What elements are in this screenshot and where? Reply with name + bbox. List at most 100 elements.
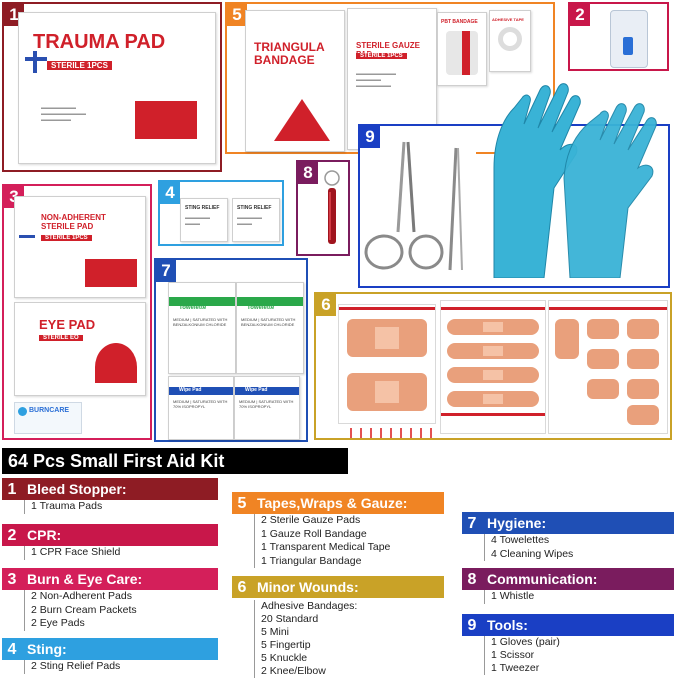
category-tapes-wraps-gauze: 5 Tapes,Wraps & Gauze: 2 Sterile Gauze P… <box>232 492 444 570</box>
non-adherent-pad-strip: STERILE 1PCS <box>41 235 92 241</box>
category-title: Burn & Eye Care: <box>27 571 143 587</box>
photo-number-4: 4 <box>160 182 180 204</box>
photo-cpr-shield: 2 <box>568 2 669 71</box>
list-item: 1 Tweezer <box>491 662 540 674</box>
category-tools: 9 Tools: 1 Gloves (pair) 1 Scissor 1 Twe… <box>462 614 674 678</box>
photo-tools: 9 <box>358 124 476 288</box>
category-number: 9 <box>467 617 477 634</box>
photo-hygiene: 7 Towelette MEDIUM | SATURATED WITH BENZ… <box>154 258 308 442</box>
photo-number-2: 2 <box>570 4 590 26</box>
category-number: 6 <box>237 579 247 596</box>
list-item: 1 Gauze Roll Bandage <box>261 527 367 540</box>
list-item: 1 Transparent Medical Tape <box>261 541 391 553</box>
sting-relief-pad-2: STING RELIEF ▬▬▬▬▬▬▬▬ <box>232 198 280 242</box>
category-sting: 4 Sting: 2 Sting Relief Pads <box>2 638 218 678</box>
list-item: 2 Eye Pads <box>31 617 85 629</box>
sting-relief-pad-1: STING RELIEF ▬▬▬▬▬▬▬▬ <box>180 198 228 242</box>
list-item: 5 Knuckle <box>261 652 308 664</box>
list-item: 1 Trauma Pads <box>31 500 103 512</box>
category-items: 1 CPR Face Shield <box>24 546 120 560</box>
whistle-icon <box>324 170 340 244</box>
gauze-pad-strip: STERILE 1PCS <box>356 53 407 59</box>
category-items: 2 Sting Relief Pads <box>24 660 120 674</box>
bandage-pack-fingertip <box>548 300 668 434</box>
non-adherent-pad-pack: NON-ADHERENT STERILE PAD STERILE 1PCS <box>14 196 146 298</box>
kit-title-bar: 64 Pcs Small First Aid Kit <box>2 448 348 474</box>
category-number: 1 <box>7 481 17 498</box>
category-items: 1 Gloves (pair) 1 Scissor 1 Tweezer <box>484 636 560 675</box>
category-title: Tools: <box>487 617 528 633</box>
category-number: 7 <box>467 515 477 532</box>
category-title: CPR: <box>27 527 62 543</box>
photo-number-8: 8 <box>298 162 318 184</box>
wipe-pad-packet-1: Wipe Pad MEDIUM | SATURATED WITH 70% ISO… <box>168 376 234 440</box>
bandage-pack-mini <box>342 428 438 438</box>
bandage-pack-standard <box>440 300 546 434</box>
category-items: Adhesive Bandages: 20 Standard 5 Mini 5 … <box>254 600 357 678</box>
towelette-packet-2: Towelette MEDIUM | SATURATED WITH BENZAL… <box>236 282 304 374</box>
eye-pad-pack: EYE PAD STERILE EO <box>14 302 146 396</box>
category-number: 3 <box>7 571 17 588</box>
photo-number-7: 7 <box>156 260 176 282</box>
bandage-pack-large <box>338 304 436 424</box>
category-items: 4 Towelettes 4 Cleaning Wipes <box>484 534 573 561</box>
category-hygiene: 7 Hygiene: 4 Towelettes 4 Cleaning Wipes <box>462 512 674 564</box>
list-item: 20 Standard <box>261 613 319 625</box>
photo-number-9: 9 <box>360 126 380 148</box>
triangula-bandage-pack: TRIANGULA BANDAGE <box>245 10 345 152</box>
photo-number-5: 5 <box>227 4 247 26</box>
trauma-pad-title: TRAUMA PAD <box>33 31 166 53</box>
burn-care-packet: BURNCARE <box>14 402 82 434</box>
list-item: 2 Sting Relief Pads <box>31 660 121 672</box>
category-title: Sting: <box>27 641 67 657</box>
list-item: 1 Gloves (pair) <box>491 636 560 648</box>
eye-pad-title: EYE PAD <box>39 317 96 332</box>
pbt-bandage-pack: PBT BANDAGE <box>437 12 487 86</box>
category-number: 4 <box>7 641 17 658</box>
category-bleed-stopper: 1 Bleed Stopper: 1 Trauma Pads <box>2 478 218 520</box>
list-item: 5 Fingertip <box>261 639 311 651</box>
photo-number-6: 6 <box>316 294 336 316</box>
list-item: 1 Scissor <box>491 649 535 661</box>
list-item: 2 Knee/Elbow <box>261 665 326 677</box>
category-number: 5 <box>237 495 247 512</box>
triangula-bandage-title: TRIANGULA BANDAGE <box>254 40 325 67</box>
list-item: 2 Sterile Gauze Pads <box>261 514 361 526</box>
non-adherent-pad-title: NON-ADHERENT STERILE PAD <box>41 213 106 231</box>
photo-minor-wounds: 6 <box>314 292 672 440</box>
category-minor-wounds: 6 Minor Wounds: Adhesive Bandages: 20 St… <box>232 576 444 680</box>
list-item: 4 Cleaning Wipes <box>491 547 574 560</box>
category-burn-eye-care: 3 Burn & Eye Care: 2 Non-Adherent Pads 2… <box>2 568 218 634</box>
photo-sting-relief: 4 STING RELIEF ▬▬▬▬▬▬▬▬ STING RELIEF ▬▬▬… <box>158 180 284 246</box>
photo-whistle: 8 <box>296 160 350 256</box>
list-item: Adhesive Bandages: <box>261 600 358 612</box>
towelette-packet-1: Towelette MEDIUM | SATURATED WITH BENZAL… <box>168 282 236 374</box>
trauma-pad-strip: STERILE 1PCS <box>47 61 112 70</box>
category-title: Hygiene: <box>487 515 547 531</box>
burn-care-title: BURNCARE <box>29 407 70 414</box>
list-item: 5 Mini <box>261 626 290 638</box>
gloves-icon <box>493 83 657 278</box>
list-item: 1 CPR Face Shield <box>31 546 121 558</box>
adhesive-tape-pack: ADHESIVE TAPE <box>489 10 531 72</box>
category-items: 1 Trauma Pads <box>24 500 102 514</box>
trauma-pad-pack: TRAUMA PAD STERILE 1PCS ▬▬▬▬▬▬▬▬▬▬▬▬▬▬▬▬… <box>18 12 216 164</box>
category-items: 2 Non-Adherent Pads 2 Burn Cream Packets… <box>24 590 137 631</box>
category-title: Bleed Stopper: <box>27 481 127 497</box>
list-item: 1 Triangular Bandage <box>261 554 362 567</box>
adhesive-tape-title: ADHESIVE TAPE <box>492 17 524 22</box>
list-item: 2 Non-Adherent Pads <box>31 590 132 602</box>
eye-pad-strip: STERILE EO <box>39 335 83 341</box>
category-number: 2 <box>7 527 17 544</box>
category-title: Communication: <box>487 571 598 587</box>
face-shield-icon <box>610 10 648 68</box>
scissors-icon <box>364 141 444 270</box>
photo-burn-eye-care: 3 NON-ADHERENT STERILE PAD STERILE 1PCS … <box>2 184 152 440</box>
tweezer-icon <box>448 147 463 271</box>
category-communication: 8 Communication: 1 Whistle <box>462 568 674 608</box>
category-title: Tapes,Wraps & Gauze: <box>257 495 408 511</box>
category-items: 2 Sterile Gauze Pads 1 Gauze Roll Bandag… <box>254 514 390 568</box>
list-item: 4 Towelettes <box>491 534 550 546</box>
category-number: 8 <box>467 571 477 588</box>
wipe-pad-packet-2: Wipe Pad MEDIUM | SATURATED WITH 70% ISO… <box>234 376 300 440</box>
